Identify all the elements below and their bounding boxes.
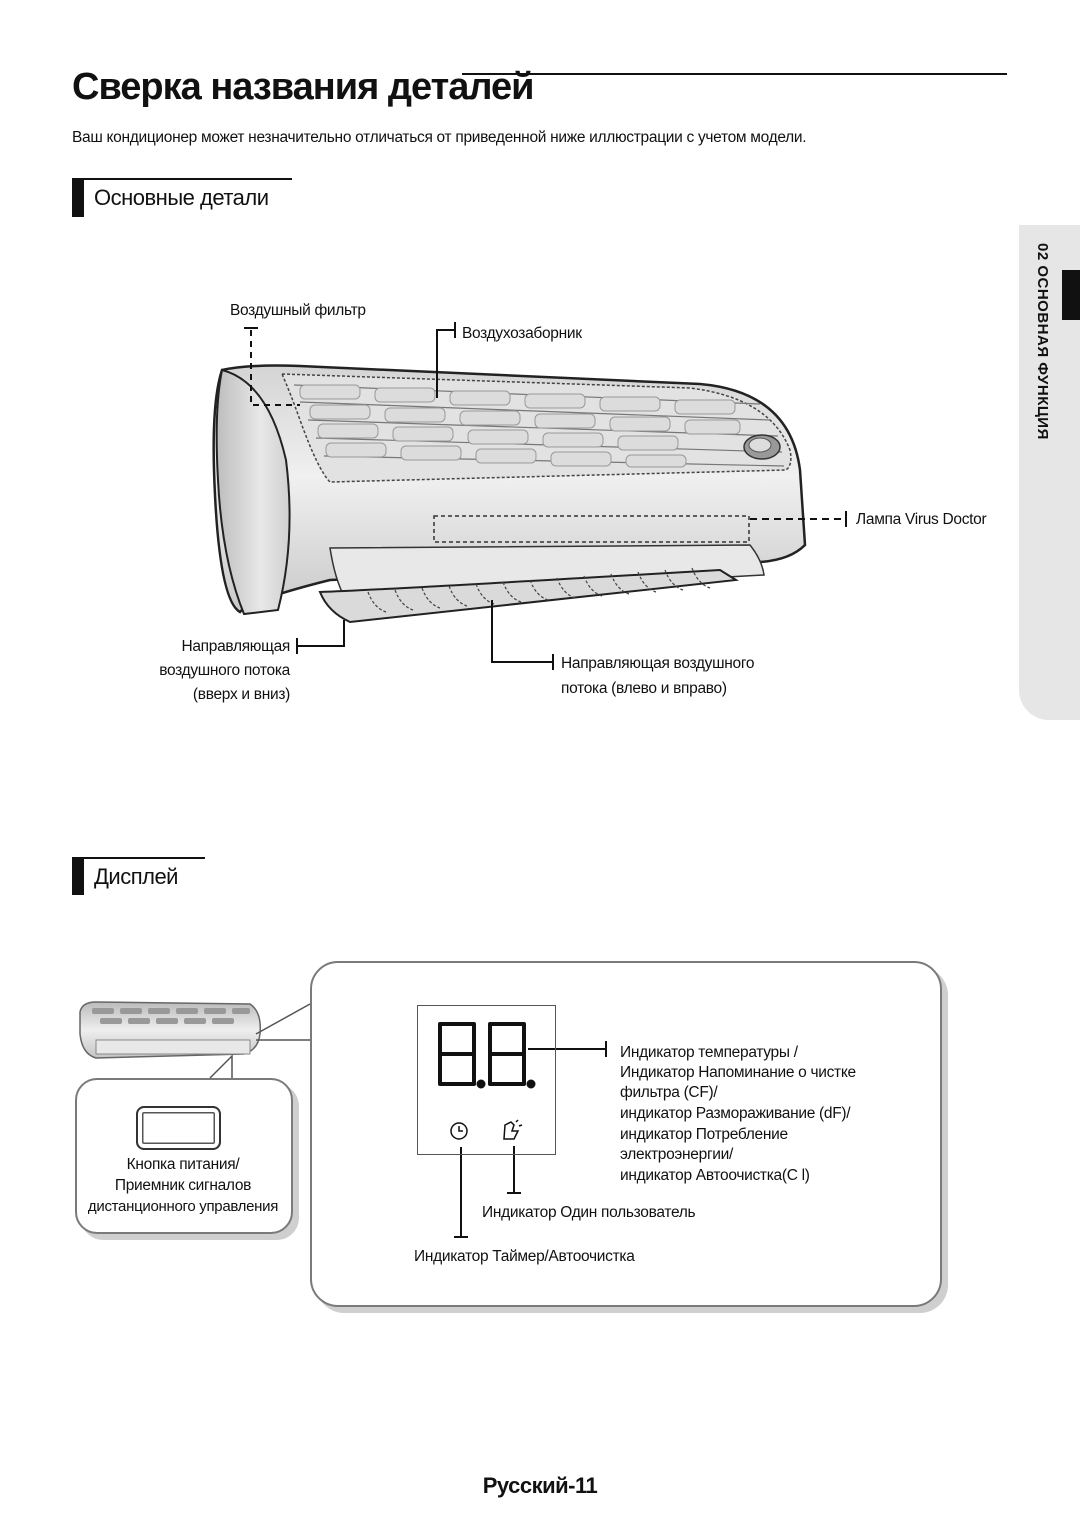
air-conditioner-illustration [212, 322, 847, 670]
chapter-tab-marker [1062, 270, 1080, 320]
label-power-button-line1: Кнопка питания/ [126, 1156, 240, 1173]
label-temp-indicator-line6: электроэнергии/ [620, 1146, 734, 1163]
section-heading-display: Дисплей [94, 864, 178, 889]
label-virus-doctor-lamp: Лампа Virus Doctor [856, 511, 987, 528]
label-vertical-guide-line3: (вверх и вниз) [192, 686, 290, 703]
display-panel-outline [417, 1005, 556, 1155]
section-bar [72, 859, 84, 895]
label-temp-indicator-line5: индикатор Потребление [620, 1126, 788, 1143]
label-temp-indicator-line1: Индикатор температуры / [620, 1044, 798, 1061]
label-horizontal-guide-line1: Направляющая воздушного [561, 655, 755, 672]
label-temp-indicator-line7: индикатор Автоочистка(C l) [620, 1167, 810, 1184]
power-button [136, 1106, 221, 1150]
label-air-intake: Воздухозаборник [462, 325, 582, 342]
power-button-callout [75, 1078, 293, 1234]
label-temp-indicator-line2: Индикатор Напоминание о чистке [620, 1064, 856, 1081]
section-heading-main-parts: Основные детали [94, 185, 269, 210]
label-power-button-line2: Приемник сигналов [114, 1177, 252, 1194]
page-title: Сверка названия деталей [72, 66, 534, 108]
label-timer-indicator: Индикатор Таймер/Автоочистка [414, 1248, 635, 1265]
mini-unit-illustration [79, 1001, 262, 1059]
label-temp-indicator-line4: индикатор Размораживание (dF)/ [620, 1105, 851, 1122]
label-vertical-guide-line1: Направляющая [181, 638, 290, 655]
label-single-user-indicator: Индикатор Один пользователь [482, 1204, 696, 1221]
label-horizontal-guide-line2: потока (влево и вправо) [561, 680, 727, 697]
label-power-button-line3: дистанционного управления [87, 1198, 279, 1215]
section-rule [72, 857, 205, 859]
section-rule [72, 178, 292, 180]
label-air-filter: Воздушный фильтр [230, 302, 366, 319]
label-vertical-guide-line2: воздушного потока [159, 662, 290, 679]
display-callout-panel [310, 961, 942, 1307]
title-rule [462, 73, 1007, 75]
page-number: Русский-11 [482, 1473, 598, 1498]
label-temp-indicator-line3: фильтра (CF)/ [620, 1084, 718, 1101]
section-bar [72, 180, 84, 217]
intro-text: Ваш кондиционер может незначительно отли… [72, 129, 807, 146]
